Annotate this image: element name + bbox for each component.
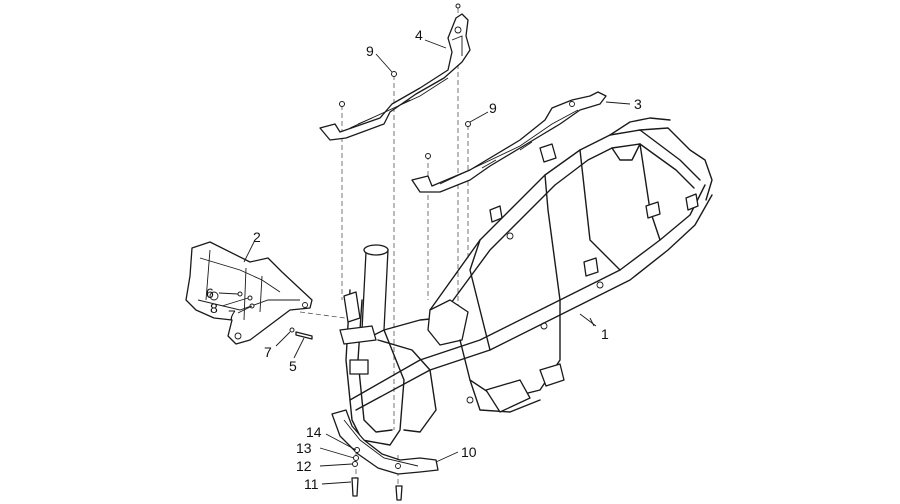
- callout-6: 6: [206, 285, 214, 301]
- callout-8: 8: [210, 300, 218, 316]
- callout-9b: 9: [489, 100, 497, 116]
- washer-6: [237, 291, 243, 297]
- callout-4: 4: [415, 27, 423, 43]
- bolt-11: [351, 477, 359, 497]
- callout-3: 3: [634, 96, 642, 112]
- bolt-9-left: [391, 71, 397, 77]
- main-frame-part-1: [339, 117, 713, 446]
- callout-13: 13: [296, 440, 312, 456]
- callout-labels: 1 2 3 4 5 6 7 7 8 9 9 10 11 12 13 14: [206, 27, 642, 492]
- nut-8: [247, 295, 253, 301]
- callout-14: 14: [306, 424, 322, 440]
- callout-10: 10: [461, 444, 477, 460]
- bracket-part-3: [411, 91, 607, 193]
- callout-5: 5: [289, 358, 297, 374]
- callout-11: 11: [304, 476, 319, 492]
- callout-2: 2: [253, 229, 261, 245]
- callout-7a: 7: [228, 307, 236, 323]
- washer-13: [353, 455, 359, 461]
- washer-12: [352, 461, 358, 467]
- leader-lines: [218, 39, 631, 485]
- washer-7b: [289, 327, 295, 333]
- callout-9a: 9: [366, 43, 374, 59]
- bolt-5: [295, 331, 313, 340]
- callout-7b: 7: [264, 344, 272, 360]
- fasteners: [237, 3, 471, 501]
- washer-14: [354, 447, 360, 453]
- bolt-9-right: [465, 121, 471, 127]
- callout-1: 1: [601, 326, 609, 342]
- callout-12: 12: [296, 458, 312, 474]
- lower-bracket-part-10: [331, 409, 439, 475]
- bracket-part-4: [319, 13, 471, 141]
